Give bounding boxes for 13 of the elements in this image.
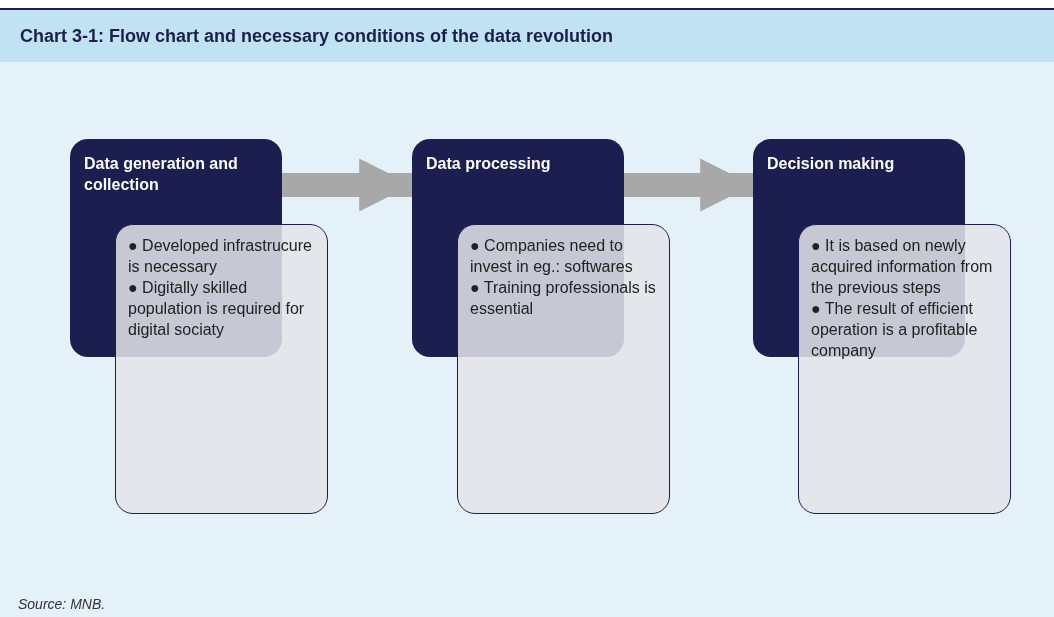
bullet-text: ● Training professionals is essential xyxy=(470,278,657,319)
bullet-text: ● Companies need to invest in eg.: softwares xyxy=(470,236,634,277)
arrow xyxy=(624,158,753,212)
bullet-text: ● Developed infrastrucure is necessary xyxy=(128,236,313,277)
chart-title: Chart 3-1: Flow chart and necessary conditions of the data revolution xyxy=(0,10,1054,62)
bullet-text: ● Digitally skilled population is required for digital sociaty xyxy=(128,278,306,340)
stage-heading: Data processing xyxy=(426,154,551,174)
stage-heading: Decision making xyxy=(767,154,895,174)
arrow xyxy=(282,158,412,212)
source-note: Source: MNB. xyxy=(18,596,106,612)
bullet-text: ● The result of efficient operation is a profitable company xyxy=(811,299,979,361)
stage-heading: Data generation and collection xyxy=(84,154,239,195)
bullet-text: ● It is based on newly acquired information from the previous steps xyxy=(811,236,994,298)
